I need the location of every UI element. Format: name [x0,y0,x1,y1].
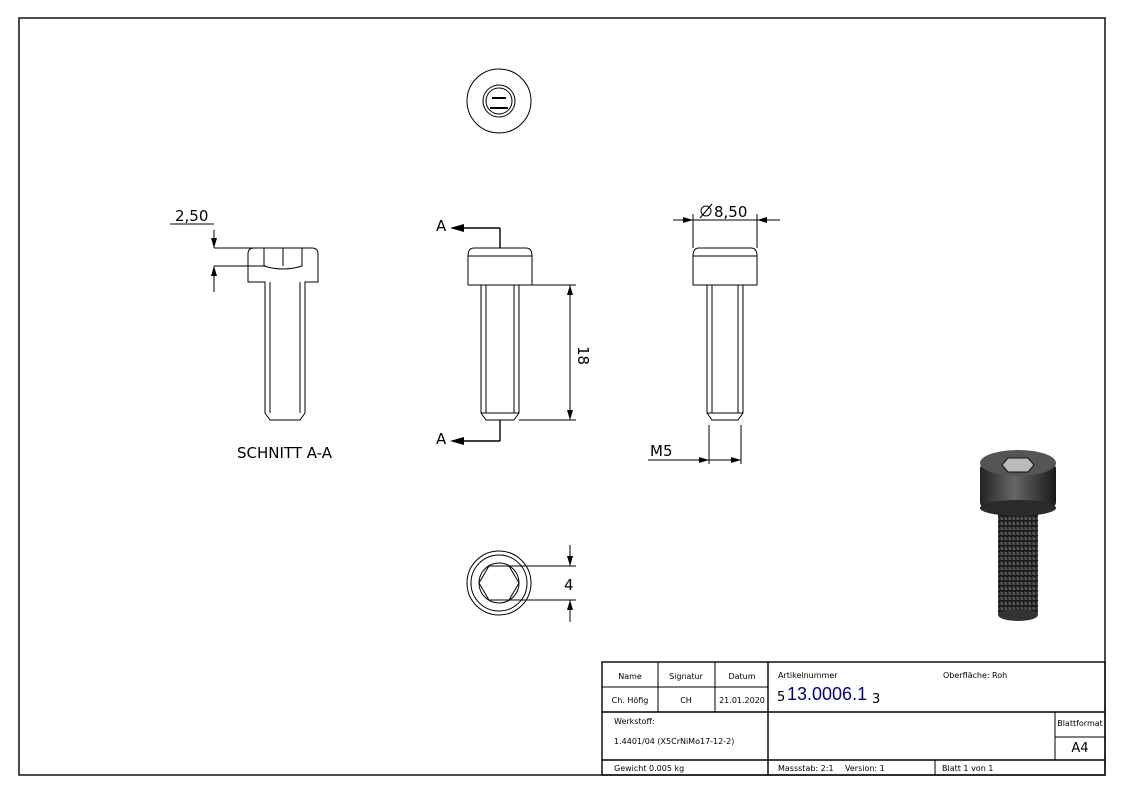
signatur-value: CH [680,696,692,705]
oberflaeche-value: Roh [992,671,1007,680]
blattformat-value: A4 [1071,741,1088,756]
top-view [466,68,532,134]
section-label: SCHNITT A-A [237,444,333,462]
artikelnummer-prefix: 5 [777,690,785,705]
dim-counterbore-depth: 2,50 [175,207,208,225]
section-marker-top: A [436,217,447,235]
dim-thread: M5 [650,442,673,460]
section-view: 2,50 SCHNITT A-A [170,207,333,462]
blatt: Blatt 1 von 1 [942,764,993,773]
name-value: Ch. Höfig [612,696,649,705]
signatur-header: Signatur [669,672,704,681]
artikelnummer-value: 13.0006.1 [787,684,867,704]
version: Version: 1 [845,764,885,773]
oberflaeche-label: Oberfläche: [943,671,990,680]
artikelnummer-suffix: 3 [872,692,880,707]
front-view: A A 18 [436,217,592,448]
side-view: 8,50 M5 [648,203,780,464]
title-block: Name Signatur Datum Ch. Höfig CH 21.01.2… [601,661,1106,776]
sheet-border [18,17,1106,776]
werkstoff-label: Werkstoff: [614,717,655,726]
bottom-view: 4 [466,545,576,622]
screw-3d-render-icon [980,450,1056,621]
blattformat-label: Blattformat [1057,719,1103,728]
gewicht: Gewicht 0.005 kg [614,764,684,773]
name-header: Name [618,672,642,681]
section-marker-bottom: A [436,430,447,448]
werkstoff-value: 1.4401/04 (X5CrNiMo17-12-2) [614,737,734,746]
datum-value: 21.01.2020 [719,696,765,705]
dim-hex: 4 [564,576,574,594]
dim-head-diameter: 8,50 [714,203,747,221]
massstab: Massstab: 2:1 [778,764,834,773]
artikelnummer-label: Artikelnummer [778,671,838,680]
datum-header: Datum [728,672,755,681]
dim-length: 18 [574,346,592,365]
